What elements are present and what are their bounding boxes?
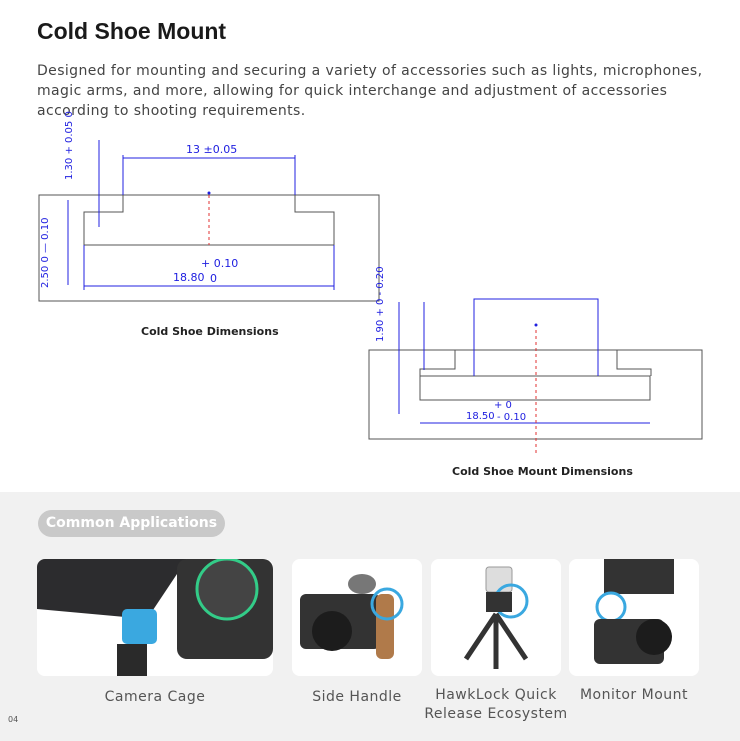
applications-heading: Common Applications [38, 510, 225, 537]
dim-height-slot: 2.50 0 — 0.10 [40, 218, 51, 288]
cold-shoe-mount-diagram [368, 298, 703, 455]
dim-width-top: 13 ±0.05 [186, 143, 238, 156]
dim-mount-height: 1.90 + 0 - 0.20 [375, 266, 386, 342]
application-label-hawklock: HawkLock Quick Release Ecosystem [424, 687, 568, 722]
side-handle-image [292, 559, 422, 676]
dim-width-bottom: 18.80 [173, 271, 205, 284]
dim-value: 2.50 [40, 265, 51, 288]
dim-tolerance: 0 — 0.10 [40, 217, 51, 263]
application-label-monitor-mount: Monitor Mount [579, 687, 689, 703]
dim-tolerance: + 0 - 0.20 [375, 266, 386, 317]
dim-tolerance: + 0.05 0 [64, 111, 75, 155]
dim-mount-width: 18.50 [466, 411, 495, 422]
monitor-mount-image [569, 559, 699, 676]
description: Designed for mounting and securing a var… [37, 63, 703, 119]
dim-mount-width-tol-plus: + 0 [494, 400, 512, 411]
hawklock-image [431, 559, 561, 676]
dim-mount-width-tol-minus: - 0.10 [497, 412, 527, 423]
page-number: 04 [8, 715, 19, 724]
dimension-diagrams [38, 140, 703, 455]
dim-value: 1.30 [64, 157, 75, 180]
dim-value: 1.90 [375, 319, 386, 342]
cold-shoe-mount-caption: Cold Shoe Mount Dimensions [452, 465, 633, 478]
cold-shoe-caption: Cold Shoe Dimensions [141, 325, 279, 338]
dim-height-top: 1.30 + 0.05 0 [64, 111, 75, 180]
dim-width-bottom-tol-plus: + 0.10 [201, 257, 239, 270]
page-title: Cold Shoe Mount [37, 18, 227, 44]
cold-shoe-diagram [38, 140, 380, 302]
camera-cage-image [37, 559, 273, 676]
application-label-side-handle: Side Handle [312, 689, 402, 705]
application-label-camera-cage: Camera Cage [104, 689, 206, 705]
dim-width-bottom-tol-minus: 0 [210, 272, 217, 285]
